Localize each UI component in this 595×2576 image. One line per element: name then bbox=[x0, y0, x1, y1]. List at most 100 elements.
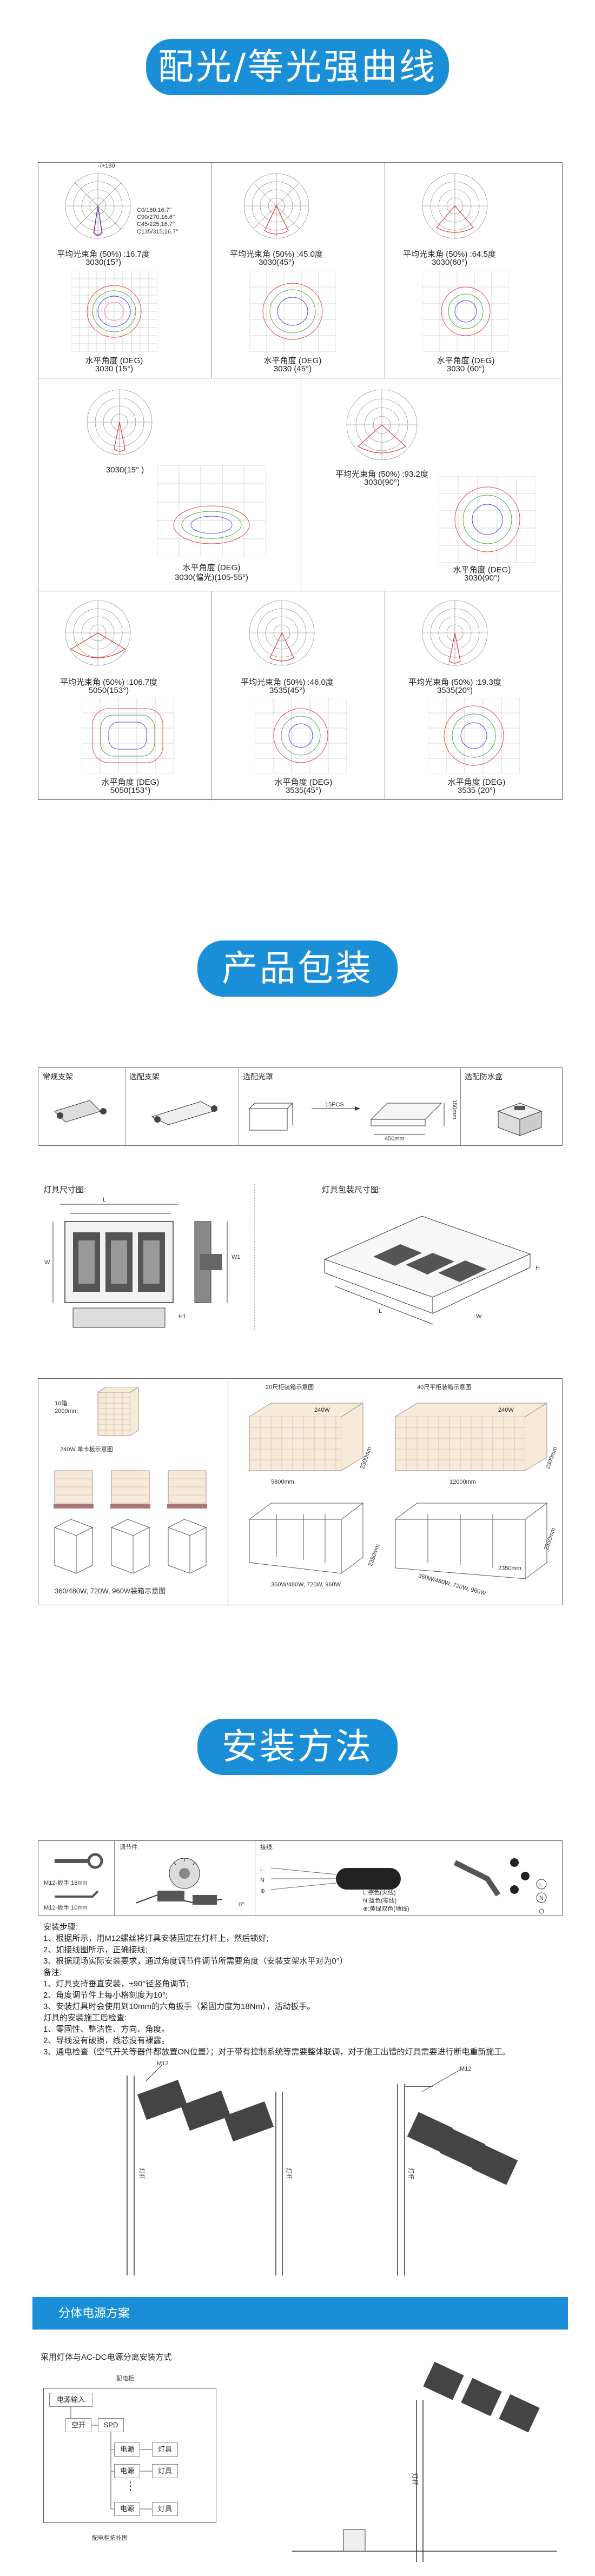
power-box-1: 电源 bbox=[114, 2442, 140, 2457]
iso-sub: 3030(偏光)(105-55°) bbox=[174, 573, 249, 582]
iso-caption: 水平角度 (DEG) bbox=[263, 356, 322, 365]
c40-w: 240W bbox=[498, 1407, 514, 1413]
section-title-photometry: 配光/等光强曲线 bbox=[146, 39, 449, 95]
power-box-3: 电源 bbox=[114, 2502, 140, 2516]
iso-caption: 水平角度 (DEG) bbox=[101, 778, 160, 787]
header-opt-box: 选配防水盒 bbox=[465, 1072, 503, 1081]
lamp-front-view bbox=[52, 1204, 228, 1328]
polar-chart-2 bbox=[239, 168, 314, 246]
wire-diagram-icon bbox=[270, 1858, 547, 1914]
cabinet-title: 配电柜 bbox=[116, 2375, 134, 2382]
header-opt-cover: 选配光罩 bbox=[243, 1072, 273, 1081]
box10-size: 2000mm bbox=[55, 1408, 78, 1414]
box-stack-icon bbox=[97, 1387, 139, 1436]
polar-caption: 平均光束角 (50%) :16.7度 bbox=[57, 250, 150, 259]
pallet-row-icon bbox=[54, 1470, 207, 1509]
iso-sub: 3030 (45°) bbox=[273, 364, 312, 373]
pallet-bottom: 360/480W, 720W, 960W装箱示意图 bbox=[55, 1587, 166, 1595]
pole-label-2: 灯杆 bbox=[285, 2167, 292, 2180]
c20-title: 20尺柜装箱示意图 bbox=[266, 1384, 314, 1391]
polar-chart-3 bbox=[417, 168, 493, 246]
c20-len: 5800mm bbox=[271, 1479, 294, 1485]
m12-label-1: M12 bbox=[157, 2060, 169, 2067]
section-title-install: 安装方法 bbox=[197, 1719, 398, 1775]
pack-box-view bbox=[323, 1216, 531, 1325]
waterproof-box-icon bbox=[497, 1103, 543, 1136]
polar-caption: 平均光束角 (50%) :46.0度 bbox=[241, 678, 334, 687]
lamp-dim-title: 灯具尺寸图: bbox=[43, 1185, 87, 1194]
pole-label-4: 灯杆 bbox=[411, 2473, 418, 2485]
container-20-icon bbox=[249, 1403, 364, 1471]
polar-sub: 3030(45°) bbox=[258, 258, 295, 267]
dim-H1: H1 bbox=[178, 1313, 187, 1320]
header-std-bracket: 常规支架 bbox=[43, 1072, 73, 1081]
hex-key-icon bbox=[55, 1890, 99, 1898]
wrench-icon bbox=[55, 1853, 103, 1869]
legend-line: C0/180,16.7° bbox=[137, 207, 172, 213]
c20-w: 240W bbox=[314, 1407, 330, 1413]
legend-line: C90/270,16.6° bbox=[137, 214, 175, 221]
iso-sub: 5050(153°) bbox=[110, 786, 151, 795]
opt-bracket-icon bbox=[151, 1101, 218, 1125]
iso-caption: 水平角度 (DEG) bbox=[182, 563, 241, 572]
pcs-label: 15PCS bbox=[325, 1102, 344, 1108]
polar-caption: 平均光束角 (50%) :93.2度 bbox=[335, 470, 428, 479]
ac-dc-caption: 采用灯体与AC-DC电源分离安装方式 bbox=[41, 2353, 172, 2362]
lamp-box-1: 灯具 bbox=[152, 2442, 178, 2457]
c40-w2: 2350mm bbox=[498, 1565, 521, 1572]
lamp-box-2: 灯具 bbox=[152, 2464, 178, 2478]
polar-sub: 3535(45°) bbox=[269, 686, 306, 695]
lamp-box-3: 灯具 bbox=[152, 2502, 178, 2516]
isolux-chart-8 bbox=[427, 697, 520, 776]
iso-caption: 水平角度 (DEG) bbox=[453, 565, 511, 575]
shipping-panel: 10箱 2000mm 240W 单卡板示意图 360/480W, 720W, 9… bbox=[38, 1378, 563, 1605]
polar-chart-8 bbox=[417, 595, 493, 673]
polar-sub: 3030(90°) bbox=[363, 478, 400, 487]
accessories-strip: 常规支架 选配支架 选配光罩 选配防水盒 15PCS 450mm 150mm bbox=[38, 1067, 563, 1146]
install-steps: 安装步骤: 1、根据所示，用M12螺丝将灯具安装固定在灯杆上，然后锁好; 2、如… bbox=[43, 1923, 511, 2057]
box10-label: 10箱 bbox=[55, 1400, 68, 1407]
polar-chart-1 bbox=[60, 168, 136, 246]
m12-label-2: M12 bbox=[460, 2066, 472, 2072]
wire-legend-G: ⊕:黄绿双色(地线) bbox=[363, 1906, 409, 1912]
box-dim-L: L bbox=[379, 1308, 382, 1314]
pole-label-3: 灯杆 bbox=[407, 2167, 414, 2180]
adjuster-label: 调节件: bbox=[120, 1844, 140, 1851]
adjuster-icon bbox=[135, 1858, 223, 1905]
polar-chart-5 bbox=[341, 384, 422, 468]
polar-caption: 平均光束角 (50%) :106.7度 bbox=[60, 678, 158, 687]
wire-N: N bbox=[260, 1877, 265, 1884]
wire-L: L bbox=[260, 1866, 264, 1873]
std-bracket-icon bbox=[54, 1100, 107, 1123]
dim-W1: W1 bbox=[232, 1254, 241, 1260]
m12-18: M12-扳手:18mm bbox=[44, 1880, 88, 1886]
box-dim-W: W bbox=[476, 1313, 482, 1320]
polar-sub: 3535(20°) bbox=[437, 686, 473, 695]
container-40-frame bbox=[394, 1503, 548, 1579]
topology-lines bbox=[70, 2407, 152, 2510]
polar-sub: 3030(60°) bbox=[431, 258, 468, 267]
install-tools-panel: M12-扳手:18mm M12-扳手:10mm 调节件: 0° 接线: L N … bbox=[38, 1840, 563, 1916]
pole-label-1: 灯杆 bbox=[138, 2167, 145, 2180]
terminal-N: N bbox=[539, 1895, 544, 1901]
iso-caption: 水平角度 (DEG) bbox=[447, 778, 506, 787]
wire-legend-L: L:棕色(火线) bbox=[363, 1890, 396, 1896]
c20-bottom: 360W/480W, 720W, 960W bbox=[271, 1581, 341, 1588]
polar-caption: 平均光束角 (50%) :19.3度 bbox=[408, 678, 501, 687]
container-20-frame bbox=[248, 1503, 364, 1574]
split-power-band: 分体电源方案 bbox=[32, 2297, 568, 2330]
pallet-240: 240W 单卡板示意图 bbox=[60, 1446, 113, 1453]
iso-caption: 水平角度 (DEG) bbox=[85, 356, 143, 365]
terminal-L: L bbox=[539, 1881, 543, 1888]
polar-caption: 3030(15° ) bbox=[105, 465, 144, 475]
pole-mount-diagram bbox=[127, 2064, 518, 2275]
dim-L: L bbox=[103, 1197, 107, 1203]
wire-G: ⊕ bbox=[260, 1888, 266, 1894]
iso-caption: 水平角度 (DEG) bbox=[274, 778, 333, 787]
legend-line: C135/315,16.7° bbox=[137, 228, 178, 235]
power-box-2: 电源 bbox=[114, 2464, 140, 2478]
container-40-icon bbox=[395, 1403, 548, 1471]
polar-sub: 5050(153°) bbox=[88, 686, 129, 695]
isolux-chart-4 bbox=[157, 465, 266, 560]
c40-title: 40尺平柜装箱示意图 bbox=[417, 1384, 472, 1391]
